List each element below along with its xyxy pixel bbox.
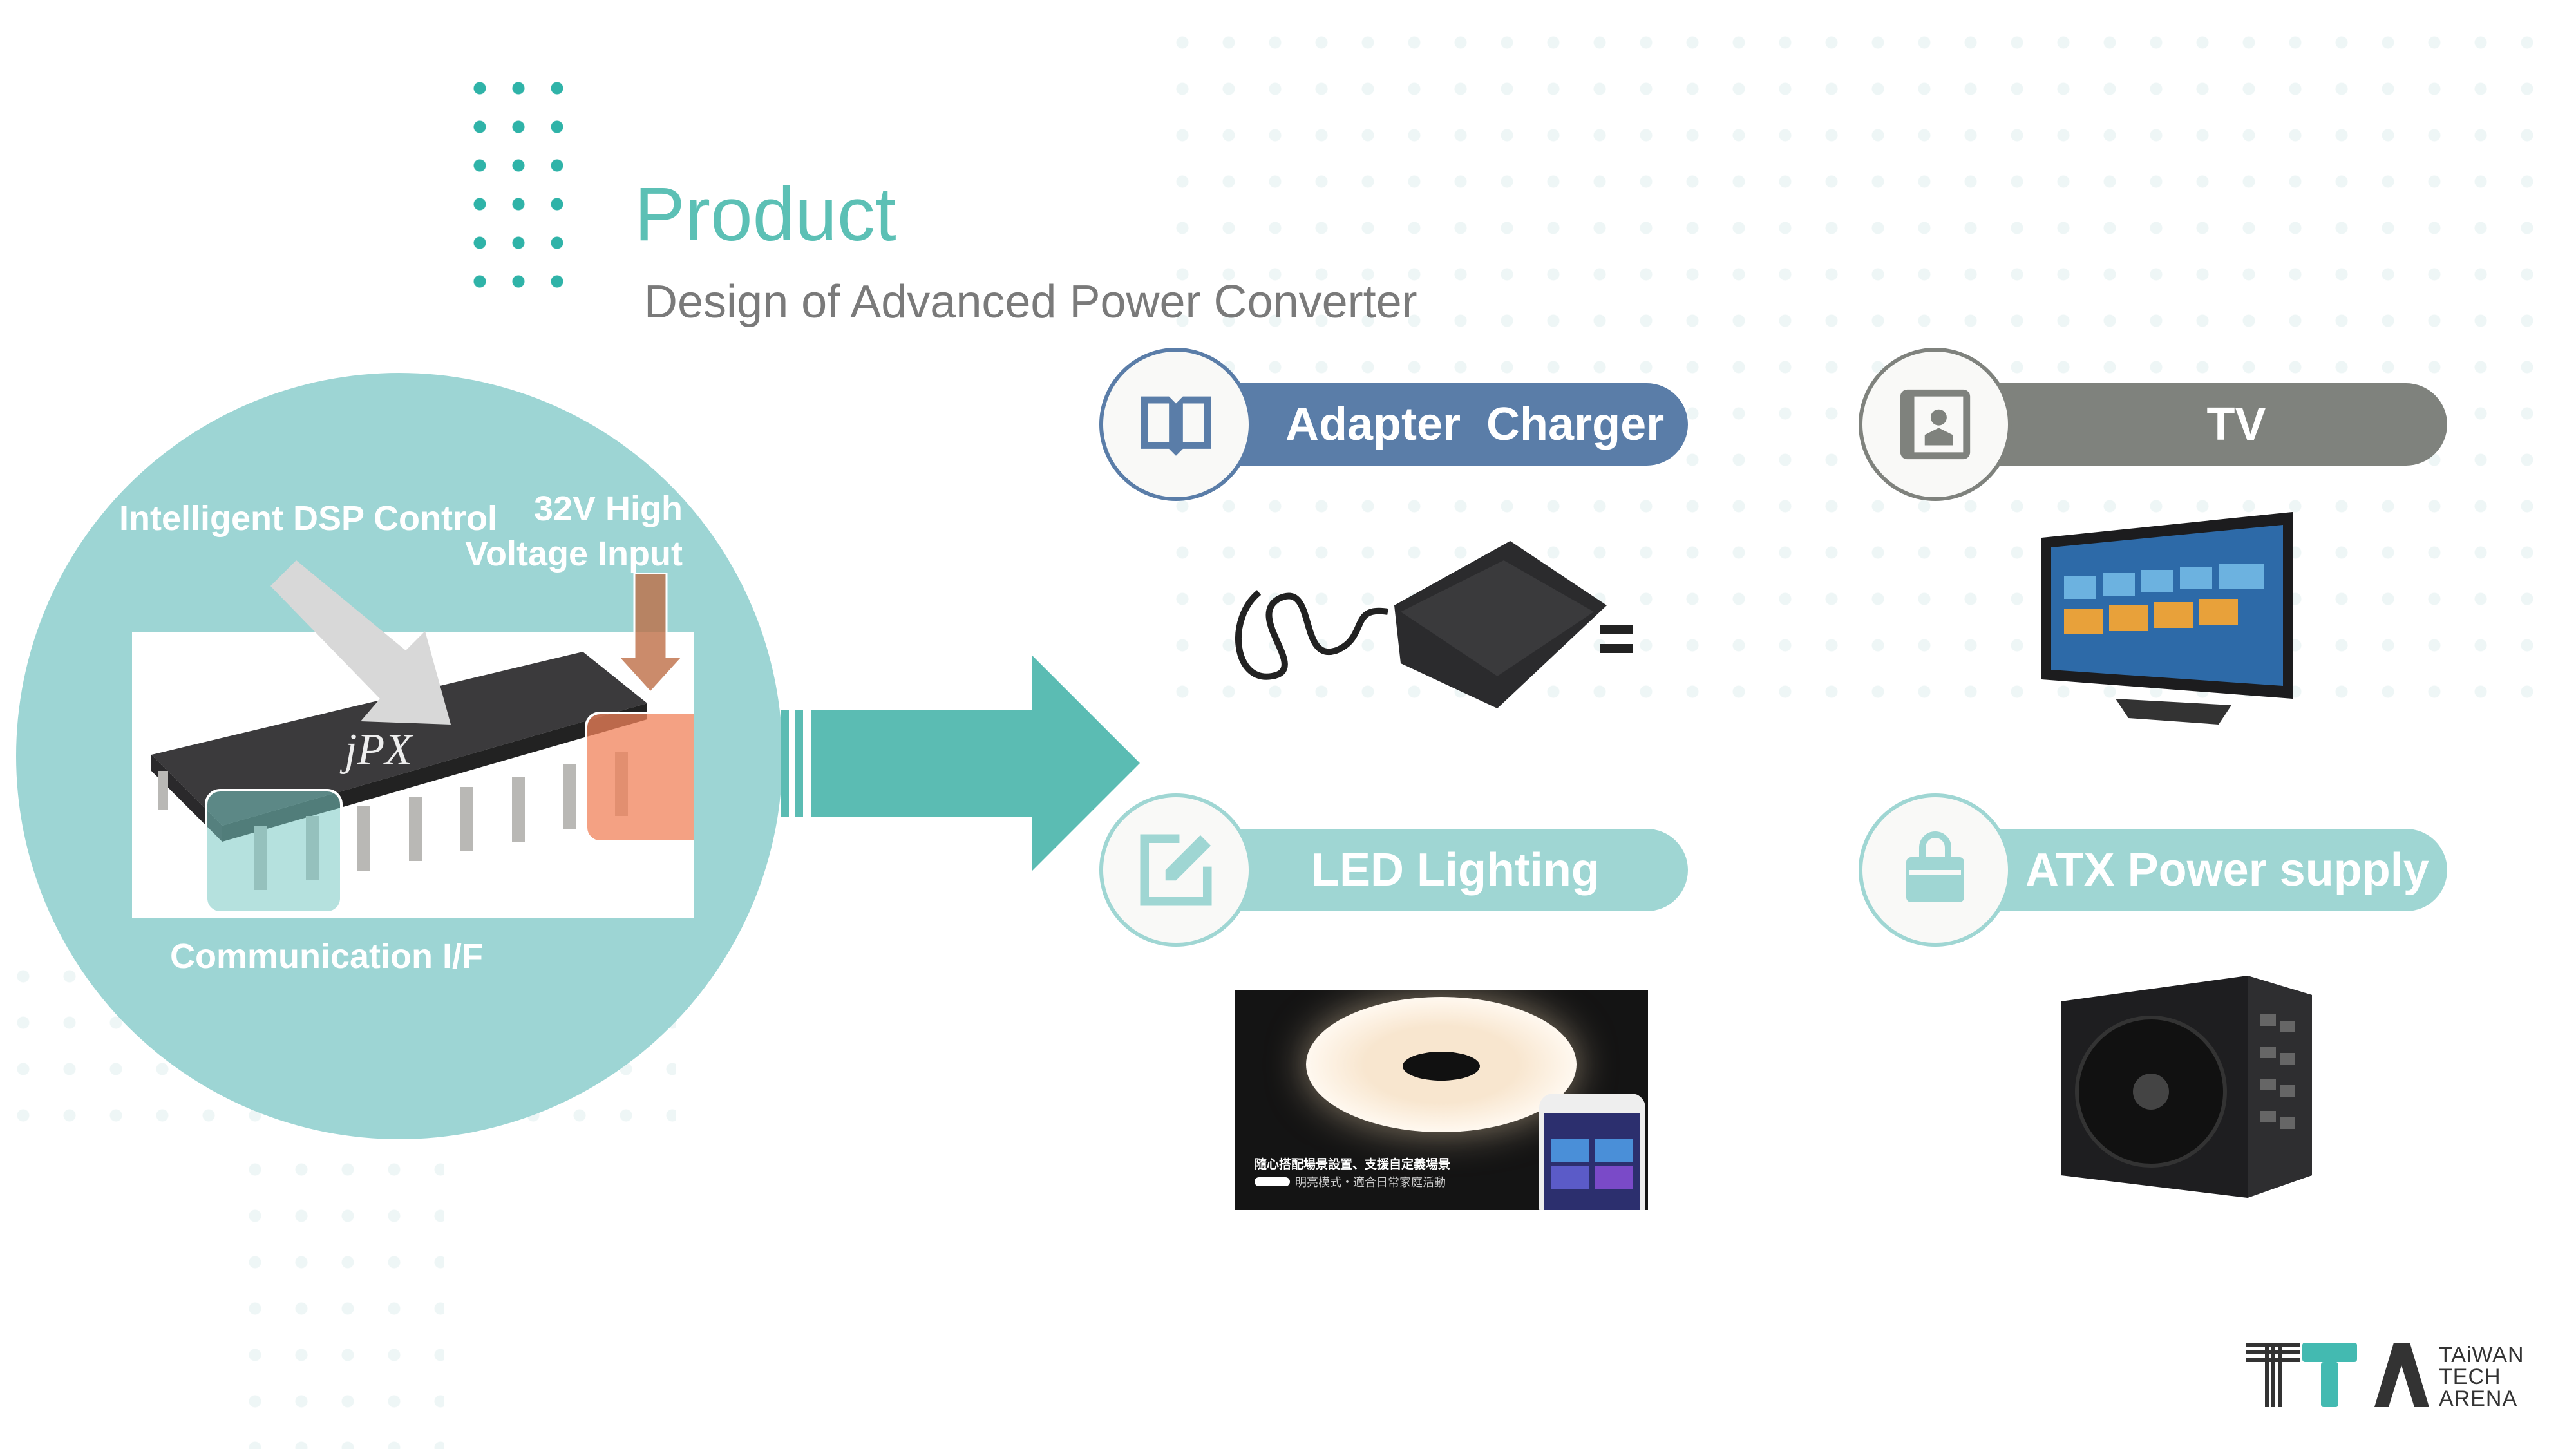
product-label: LED Lighting [1311,844,1600,896]
product-label: Adapter Charger [1285,399,1665,450]
right-arrow [781,656,1140,871]
tta-logo: TAiWAN TECH ARENA [2246,1343,2535,1414]
light-center [1403,1052,1480,1081]
logo-line-2: TECH [2439,1365,2501,1389]
led-caption-row: 明亮模式・適合日常家庭活動 [1255,1173,1446,1190]
label-dsp: Intelligent DSP Control [119,499,498,538]
product-adapter-charger: Adapter Charger [1176,383,1688,466]
page-title: Product [634,172,896,257]
mode-pill [1255,1177,1290,1186]
book-icon [1099,348,1253,501]
led-caption-2: 明亮模式・適合日常家庭活動 [1295,1176,1446,1189]
label-communication: Communication I/F [170,937,483,976]
phone [1539,1094,1645,1210]
decorative-dot-grid [460,69,570,288]
shopping-bag-icon [1859,793,2012,947]
edit-icon [1099,793,1253,947]
logo-line-1: TAiWAN [2439,1343,2524,1367]
communication-highlight [205,789,343,914]
product-label: ATX Power supply [2025,844,2429,896]
charger-image [1235,541,1633,708]
led-caption-1: 隨心搭配場景設置、支援自定義場景 [1255,1157,1451,1171]
background-dots [1159,19,2544,728]
product-label: TV [2206,399,2266,450]
page-subtitle: Design of Advanced Power Converter [644,276,1417,328]
atx-power-supply-image [2061,976,2312,1198]
background-dots [232,1146,444,1449]
product-led-lighting: LED Lighting [1176,829,1688,911]
contact-card-icon [1859,348,2012,501]
dsp-arrow [270,560,451,724]
logo-line-3: ARENA [2439,1387,2518,1411]
product-atx-power-supply: ATX Power supply [1935,829,2447,911]
tv-image [2041,512,2293,724]
chip-marking: jPX [339,725,414,775]
led-lighting-image: 隨心搭配場景設置、支援自定義場景 明亮模式・適合日常家庭活動 [1235,990,1648,1210]
voltage-highlight [585,712,694,843]
tta-logo-mark [2246,1343,2429,1407]
product-tv: TV [1935,383,2447,466]
tta-logo-text: TAiWAN TECH ARENA [2439,1344,2524,1410]
label-voltage: 32V High Voltage Input [465,489,683,573]
voltage-arrow [616,573,685,694]
